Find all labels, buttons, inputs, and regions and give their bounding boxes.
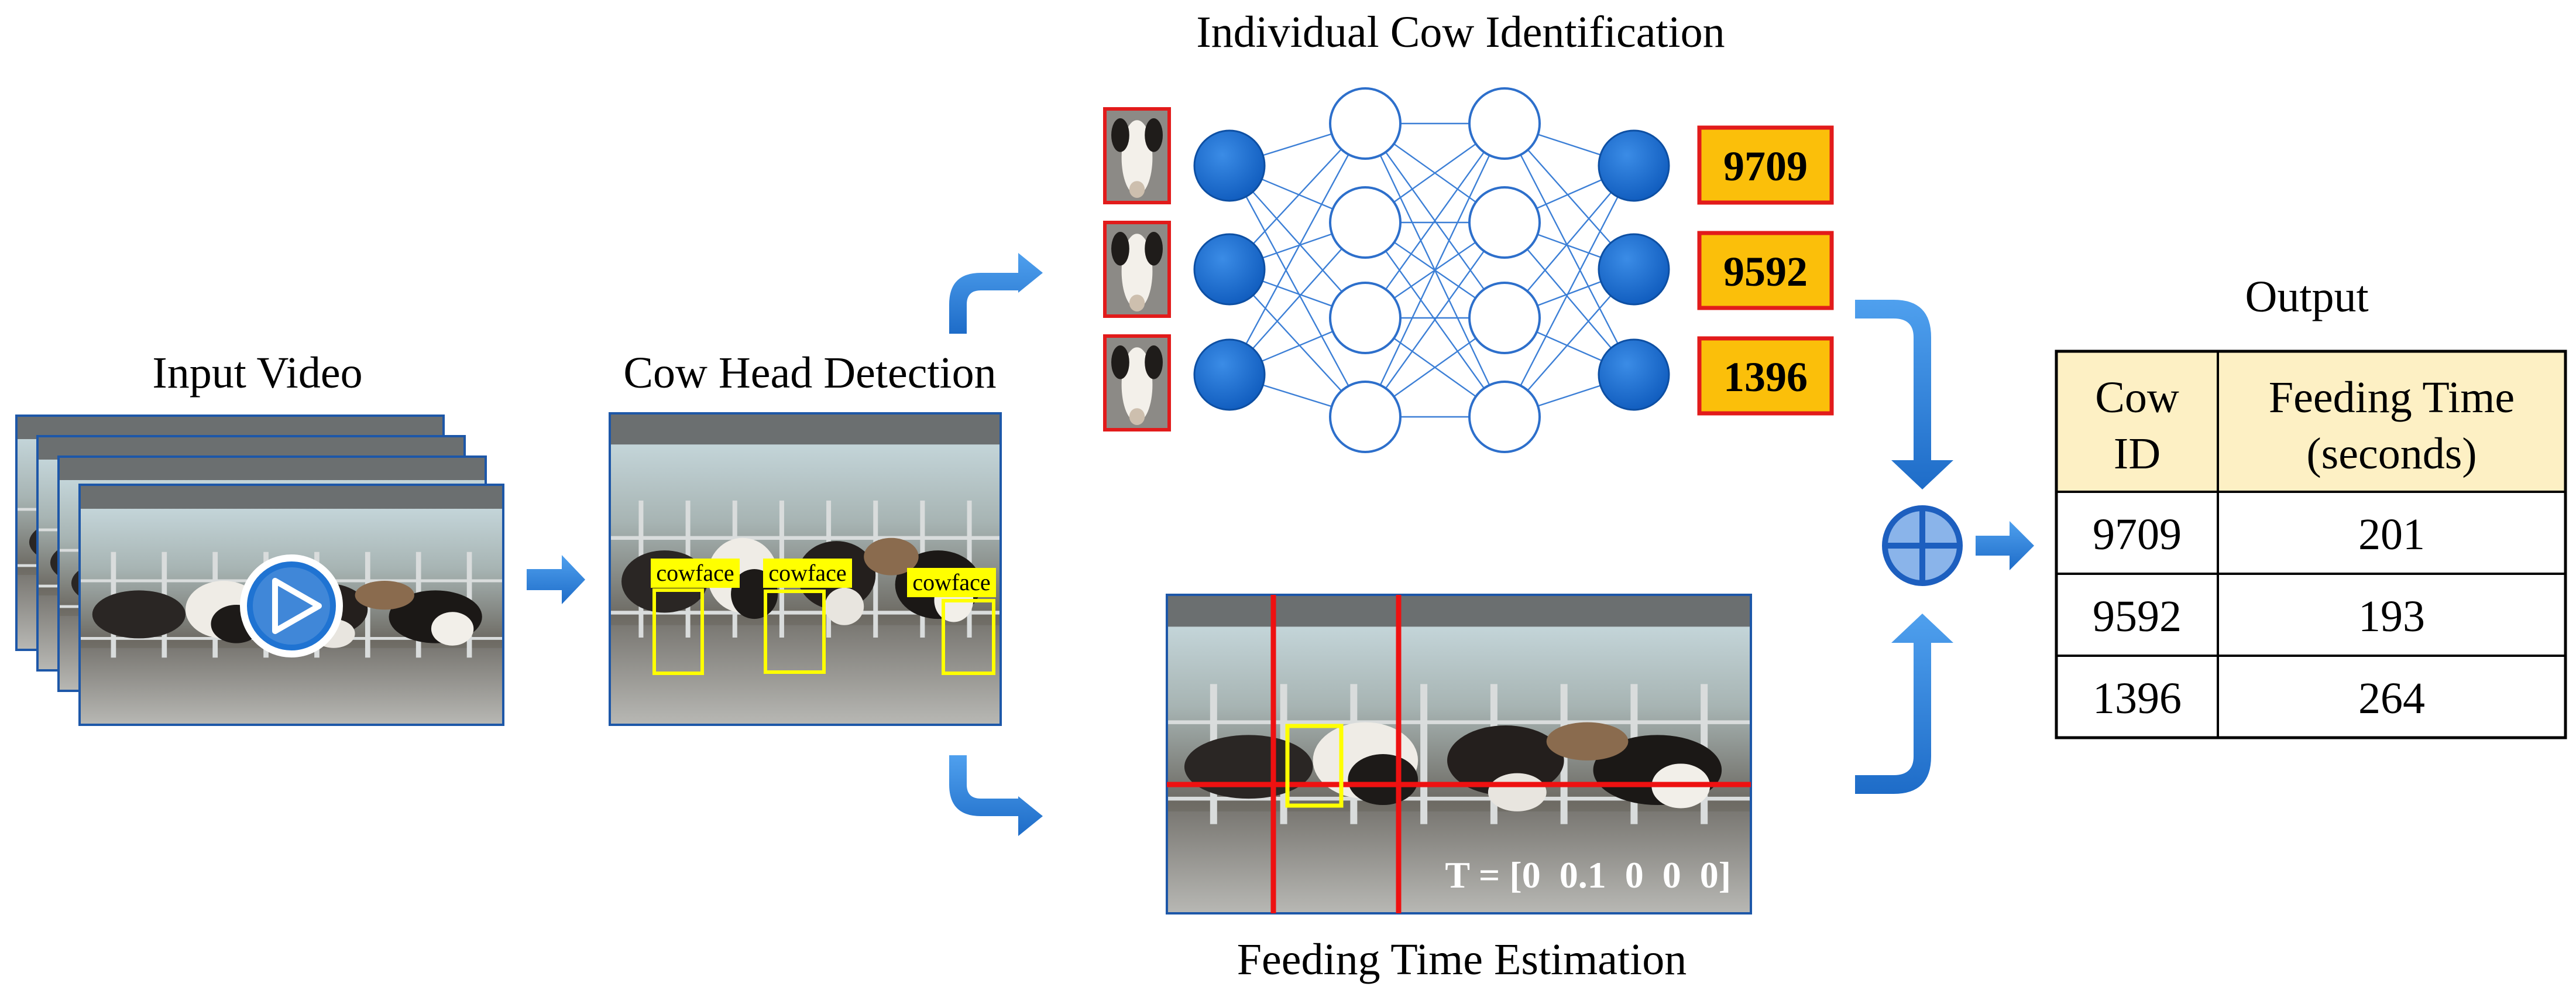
- feeding-grid: [1167, 595, 1751, 913]
- arrow-right-icon: [527, 555, 585, 604]
- face-crop: [1103, 334, 1171, 431]
- detection-frame: [609, 412, 1002, 726]
- input-node: [1193, 338, 1266, 411]
- output-node: [1598, 338, 1670, 411]
- detection-box: cowface: [907, 568, 996, 675]
- id-badge: 9592: [1697, 231, 1834, 310]
- output-table: Cow ID Feeding Time (seconds) 9709 201 9…: [2055, 350, 2567, 739]
- network-nodes: [1193, 87, 1670, 453]
- merge-down-arrow-icon: [1855, 300, 1953, 489]
- input-node: [1193, 233, 1266, 306]
- feeding-vector: T = [0 0.1 0 0 0]: [1445, 854, 1731, 896]
- table-header-row: [2056, 351, 2565, 492]
- table-cell: 1396: [2093, 674, 2182, 723]
- hidden-node: [1468, 381, 1541, 453]
- input-node: [1193, 129, 1266, 202]
- table-cell: 201: [2358, 510, 2425, 559]
- output-label: Output: [2245, 272, 2368, 321]
- cow-head-detection-label: Cow Head Detection: [623, 348, 996, 398]
- table-cell: 193: [2358, 592, 2425, 641]
- hidden-node: [1468, 186, 1541, 259]
- branch-down-arrow-icon: [949, 755, 1043, 836]
- feeding-frame: [1166, 594, 1752, 914]
- hidden-node: [1468, 282, 1541, 354]
- hidden-node: [1329, 282, 1402, 354]
- face-crop: [1103, 221, 1171, 318]
- arrow-to-output-icon: [1976, 521, 2034, 570]
- table-header: (seconds): [2306, 429, 2477, 478]
- svg-text:cowface: cowface: [768, 560, 846, 586]
- svg-text:9592: 9592: [1723, 248, 1808, 295]
- hidden-node: [1329, 87, 1402, 160]
- hidden-node: [1329, 381, 1402, 453]
- output-node: [1598, 129, 1670, 202]
- feeding-detection-box: [1285, 724, 1344, 808]
- input-video-stack: [15, 415, 504, 726]
- table-header: Feeding Time: [2269, 373, 2515, 422]
- identification-label: Individual Cow Identification: [1196, 8, 1725, 57]
- merge-up-arrow-icon: [1855, 614, 1953, 794]
- table-cell: 9592: [2093, 592, 2182, 641]
- hidden-node: [1468, 87, 1541, 160]
- detection-box: cowface: [763, 559, 852, 674]
- svg-text:cowface: cowface: [912, 569, 990, 595]
- face-crop: [1103, 107, 1171, 204]
- video-frame: [78, 484, 504, 726]
- play-icon[interactable]: [240, 554, 343, 657]
- table-cell: 264: [2358, 674, 2425, 723]
- feeding-time-label: Feeding Time Estimation: [1237, 935, 1687, 984]
- merge-plus-icon: [1882, 505, 1963, 586]
- table-header: Cow: [2095, 373, 2179, 422]
- svg-text:cowface: cowface: [656, 560, 734, 586]
- svg-text:1396: 1396: [1723, 354, 1808, 400]
- output-node: [1598, 233, 1670, 306]
- network-connections: [1228, 122, 1635, 418]
- branch-up-arrow-icon: [949, 253, 1043, 334]
- input-video-label: Input Video: [152, 348, 362, 398]
- detection-box: cowface: [651, 559, 740, 675]
- hidden-node: [1329, 186, 1402, 259]
- id-badge: 9709: [1697, 125, 1834, 205]
- svg-text:9709: 9709: [1723, 143, 1808, 190]
- id-badge: 1396: [1697, 336, 1834, 416]
- table-header: ID: [2114, 429, 2161, 478]
- table-cell: 9709: [2093, 510, 2182, 559]
